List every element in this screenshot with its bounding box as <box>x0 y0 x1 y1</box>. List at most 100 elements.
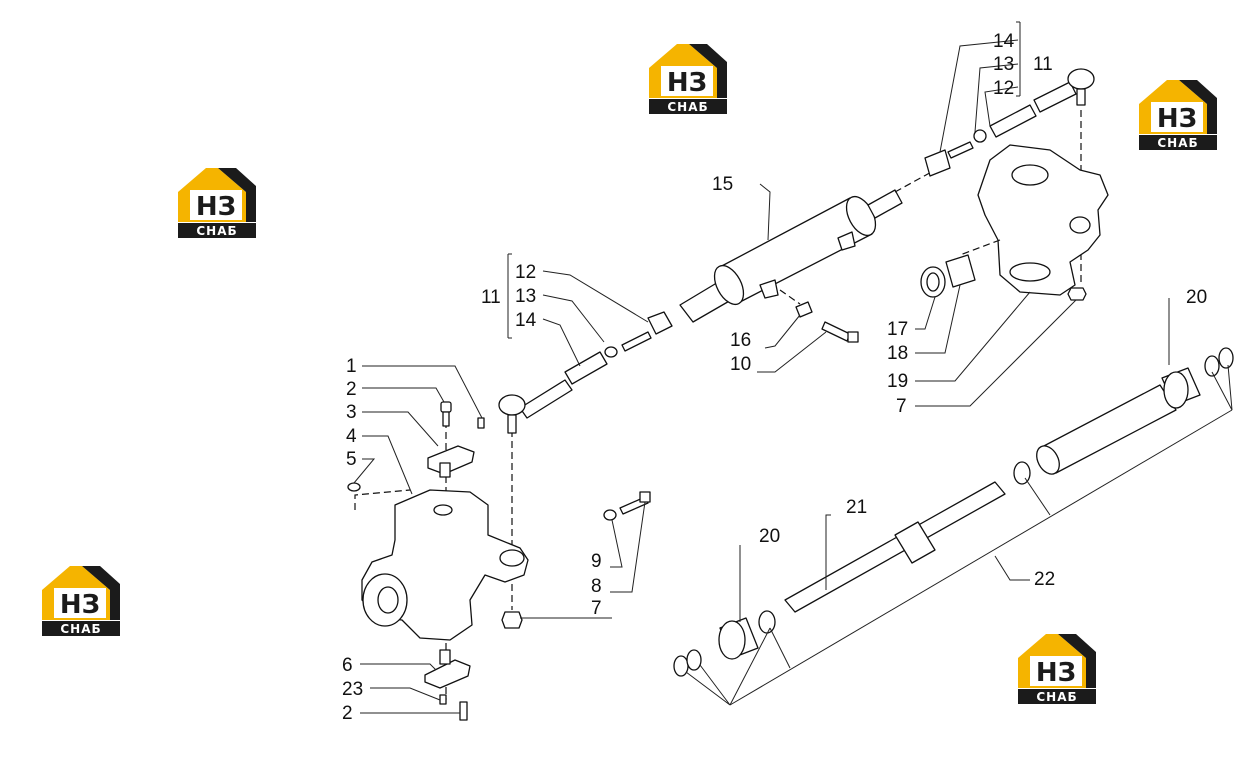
logo-caption-bar <box>1018 689 1096 704</box>
cap-screw <box>459 701 468 721</box>
logo-letters: НЗ <box>667 68 707 98</box>
nut <box>603 509 617 521</box>
inner-ball-joint <box>647 311 673 335</box>
rear-rod <box>867 189 903 219</box>
grease-nipple <box>439 694 447 705</box>
left-tie-rod-end <box>498 311 673 434</box>
cylinder-barrel <box>1039 384 1177 474</box>
lower-pin-stem <box>439 649 451 665</box>
axis-line <box>779 289 801 305</box>
watermark-logo-graphic: НЗ СНАБ <box>1018 634 1096 704</box>
callout-8: 8 <box>591 576 602 597</box>
steering-cylinder <box>679 169 936 343</box>
callout-6: 6 <box>342 655 353 676</box>
right-tie-rod-end <box>924 68 1095 285</box>
callout-7: 7 <box>591 598 602 619</box>
lower-pin-cap <box>424 659 471 689</box>
logo-letters: НЗ <box>196 192 236 222</box>
logo-letters: НЗ <box>1157 104 1197 134</box>
callout-7: 7 <box>896 396 907 417</box>
gland-face <box>1163 371 1189 409</box>
threaded-adjuster <box>947 141 974 159</box>
axis-line <box>959 239 1001 256</box>
watermark-logo-graphic: НЗ СНАБ <box>1139 80 1217 150</box>
callout-12: 12 <box>515 262 536 283</box>
mounting-lug <box>837 231 856 251</box>
watermark-logo: НЗ СНАБ <box>1016 630 1098 706</box>
logo-house-shadow <box>689 44 727 98</box>
seal-ring <box>686 649 702 671</box>
callout-22: 22 <box>1034 569 1055 590</box>
logo-house-shadow <box>82 566 120 620</box>
callout-20: 20 <box>1186 287 1207 308</box>
castle-nut <box>1067 287 1087 301</box>
watermark-logo-graphic: НЗ СНАБ <box>178 168 256 238</box>
left-knuckle-assembly <box>347 401 651 721</box>
seal-ring <box>673 655 689 677</box>
callout-21: 21 <box>846 497 867 518</box>
logo-house-shadow <box>218 168 256 222</box>
kit-bracket-line <box>729 409 1233 706</box>
callout-14: 14 <box>515 310 537 331</box>
logo-caption-bar <box>649 99 727 114</box>
logo-caption: СНАБ <box>60 622 101 636</box>
callout-18: 18 <box>887 343 908 364</box>
watermark-logo: НЗ СНАБ <box>176 164 258 240</box>
tie-rod-shank <box>1033 81 1077 113</box>
housing-lower-bore <box>1009 262 1051 282</box>
callout-17: 17 <box>887 319 908 340</box>
kit-leader <box>685 627 791 706</box>
threaded-adjuster <box>621 331 652 352</box>
callout-11: 11 <box>1033 54 1053 75</box>
housing-bore <box>1011 164 1049 186</box>
kit-leader <box>1024 364 1233 516</box>
logo-letter-panel <box>54 588 106 618</box>
pin <box>795 301 813 318</box>
logo-letter-panel <box>1030 656 1082 686</box>
knuckle-hub-bore <box>377 586 399 614</box>
callout-2: 2 <box>342 703 353 724</box>
upper-pin-stem <box>439 462 451 478</box>
castle-nut <box>501 611 523 629</box>
callout-14: 14 <box>993 31 1015 52</box>
lock-nut <box>604 346 618 358</box>
callout-16: 16 <box>730 330 751 351</box>
tie-rod-ball-socket <box>1067 68 1095 90</box>
logo-caption-bar <box>178 223 256 238</box>
seal-ring-inner <box>926 272 940 292</box>
tie-rod-ball-stud <box>507 414 517 434</box>
bolt-head <box>639 491 651 503</box>
watermark-logo: НЗ СНАБ <box>647 40 729 116</box>
callout-1: 1 <box>346 356 357 377</box>
callout-11: 11 <box>481 287 501 308</box>
watermark-logo-graphic: НЗ СНАБ <box>649 44 727 114</box>
logo-caption: СНАБ <box>1036 690 1077 704</box>
callout-3: 3 <box>346 402 357 423</box>
tie-rod-ball-stud <box>1076 88 1086 106</box>
lock-nut <box>973 129 987 143</box>
tie-rod-sleeve <box>989 104 1037 138</box>
upper-pin-cap <box>427 445 475 475</box>
logo-letters: НЗ <box>60 590 100 620</box>
axle-housing-knuckle <box>977 144 1109 296</box>
logo-letter-panel <box>1151 102 1203 132</box>
tie-rod-sleeve <box>564 351 608 385</box>
knuckle-arm-eye <box>499 549 525 567</box>
gland-face <box>718 620 746 660</box>
logo-house-shadow <box>1058 634 1096 688</box>
cap-screw <box>440 401 452 413</box>
watermark-logo-graphic: НЗ СНАБ <box>42 566 120 636</box>
watermark-logo: НЗ СНАБ <box>1137 76 1219 152</box>
seal-ring <box>1218 347 1234 369</box>
logo-caption: СНАБ <box>1157 136 1198 150</box>
bushing <box>945 254 976 288</box>
tie-rod-shank <box>519 379 573 419</box>
rear-cylinder-assembly <box>673 347 1234 706</box>
logo-caption: СНАБ <box>196 224 237 238</box>
callout-23: 23 <box>342 679 363 700</box>
callout-15: 15 <box>712 174 733 195</box>
nut <box>347 482 361 492</box>
logo-letter-panel <box>661 66 713 96</box>
